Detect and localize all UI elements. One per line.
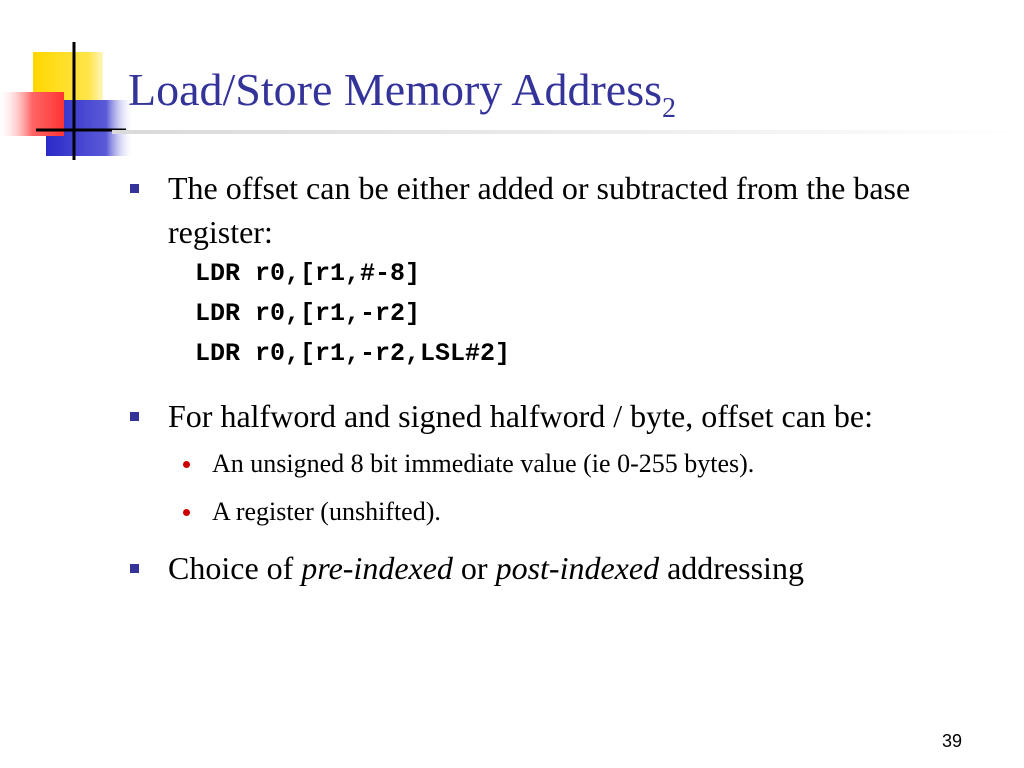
- code-line: LDR r0,[r1,#-8]: [195, 259, 421, 288]
- emphasis-pre-indexed: pre-indexed: [301, 550, 453, 586]
- square-bullet-icon: [130, 184, 139, 193]
- round-bullet-icon: [183, 461, 190, 468]
- bullet-item-halfword: For halfword and signed halfword / byte,…: [130, 394, 990, 438]
- code-line: LDR r0,[r1,-r2]: [195, 299, 421, 328]
- sub-bullet-item: A register (unshifted).: [130, 494, 990, 530]
- bullet-text-part: addressing: [659, 550, 804, 586]
- corner-logo-graphic: [0, 42, 132, 160]
- slide-title: Load/Store Memory Address2: [128, 62, 676, 125]
- square-bullet-icon: [130, 564, 139, 573]
- page-number: 39: [941, 731, 962, 751]
- sub-bullet-text: A register (unshifted).: [212, 497, 441, 526]
- slide-title-text: Load/Store Memory Address: [128, 64, 663, 115]
- bullet-text: For halfword and signed halfword / byte,…: [168, 398, 873, 434]
- sub-bullet-item: An unsigned 8 bit immediate value (ie 0-…: [130, 446, 990, 482]
- title-underline: [112, 130, 1024, 134]
- bullet-text-part: or: [452, 550, 496, 586]
- sub-bullet-text: An unsigned 8 bit immediate value (ie 0-…: [212, 449, 755, 478]
- round-bullet-icon: [183, 509, 190, 516]
- bullet-item-indexing: Choice of pre-indexed or post-indexed ad…: [130, 546, 990, 590]
- bullet-item-offset: The offset can be either added or subtra…: [130, 166, 990, 254]
- bullet-text-part: Choice of: [168, 550, 302, 586]
- emphasis-post-indexed: post-indexed: [495, 550, 660, 586]
- slide-title-subscript: 2: [662, 93, 677, 124]
- slide-body: The offset can be either added or subtra…: [130, 166, 990, 590]
- bullet-text: The offset can be either added or subtra…: [168, 170, 911, 250]
- code-line: LDR r0,[r1,-r2,LSL#2]: [195, 339, 511, 368]
- square-bullet-icon: [130, 412, 139, 421]
